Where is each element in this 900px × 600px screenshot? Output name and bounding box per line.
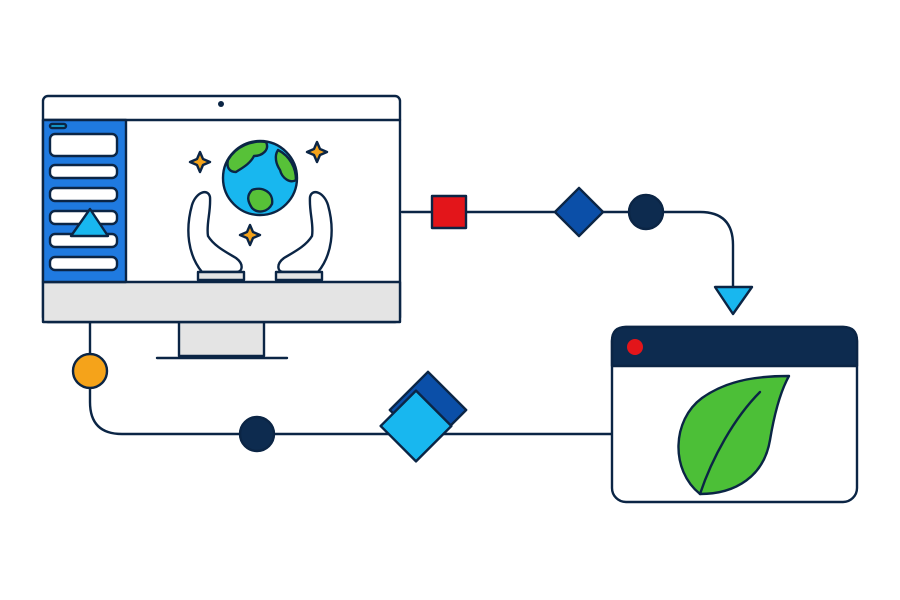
up-triangle-arrow-icon xyxy=(69,207,110,238)
globe-land-top xyxy=(226,140,269,174)
stacked-diamonds-node-icon xyxy=(379,370,468,463)
sparkle-icon xyxy=(188,150,212,174)
connector-lines xyxy=(88,210,735,436)
sidebar-item-2 xyxy=(48,163,119,180)
navy-circle-node-icon-top xyxy=(627,193,665,231)
red-square-node-icon xyxy=(430,194,468,230)
down-triangle-arrow-icon xyxy=(713,285,754,316)
sparkle-icon xyxy=(238,223,262,247)
sparkle-icons xyxy=(188,140,329,247)
leaf-icon xyxy=(677,374,791,496)
sparkle-icon xyxy=(305,140,329,164)
monitor-camera xyxy=(218,101,224,107)
connector-monitor-to-browser xyxy=(400,210,735,292)
browser-red-dot xyxy=(627,339,643,355)
monitor-sidebar xyxy=(41,118,128,284)
left-cuff xyxy=(196,270,246,282)
right-hand xyxy=(277,190,333,274)
globe-land-bottom xyxy=(247,187,274,213)
connector-browser-to-monitor xyxy=(88,230,614,436)
globe-icon xyxy=(221,139,299,217)
sidebar-item-1 xyxy=(48,132,119,158)
left-hand xyxy=(187,190,243,274)
leaf-vein xyxy=(698,390,762,496)
browser-window-icon xyxy=(610,325,859,504)
browser-title-bar xyxy=(610,325,859,368)
desktop-monitor-icon xyxy=(41,94,402,360)
open-hands-icon xyxy=(187,190,333,282)
globe-land-right xyxy=(274,148,298,183)
monitor-stand-neck xyxy=(177,318,266,358)
monitor-chin xyxy=(41,280,402,324)
sidebar-item-3 xyxy=(48,186,119,203)
sidebar-logo-bar xyxy=(48,122,68,130)
blue-diamond-node-icon xyxy=(553,186,605,238)
navy-circle-node-icon-bottom xyxy=(238,415,276,453)
right-cuff xyxy=(274,270,324,282)
orange-circle-node-icon xyxy=(71,352,109,390)
sidebar-item-6 xyxy=(48,255,119,272)
